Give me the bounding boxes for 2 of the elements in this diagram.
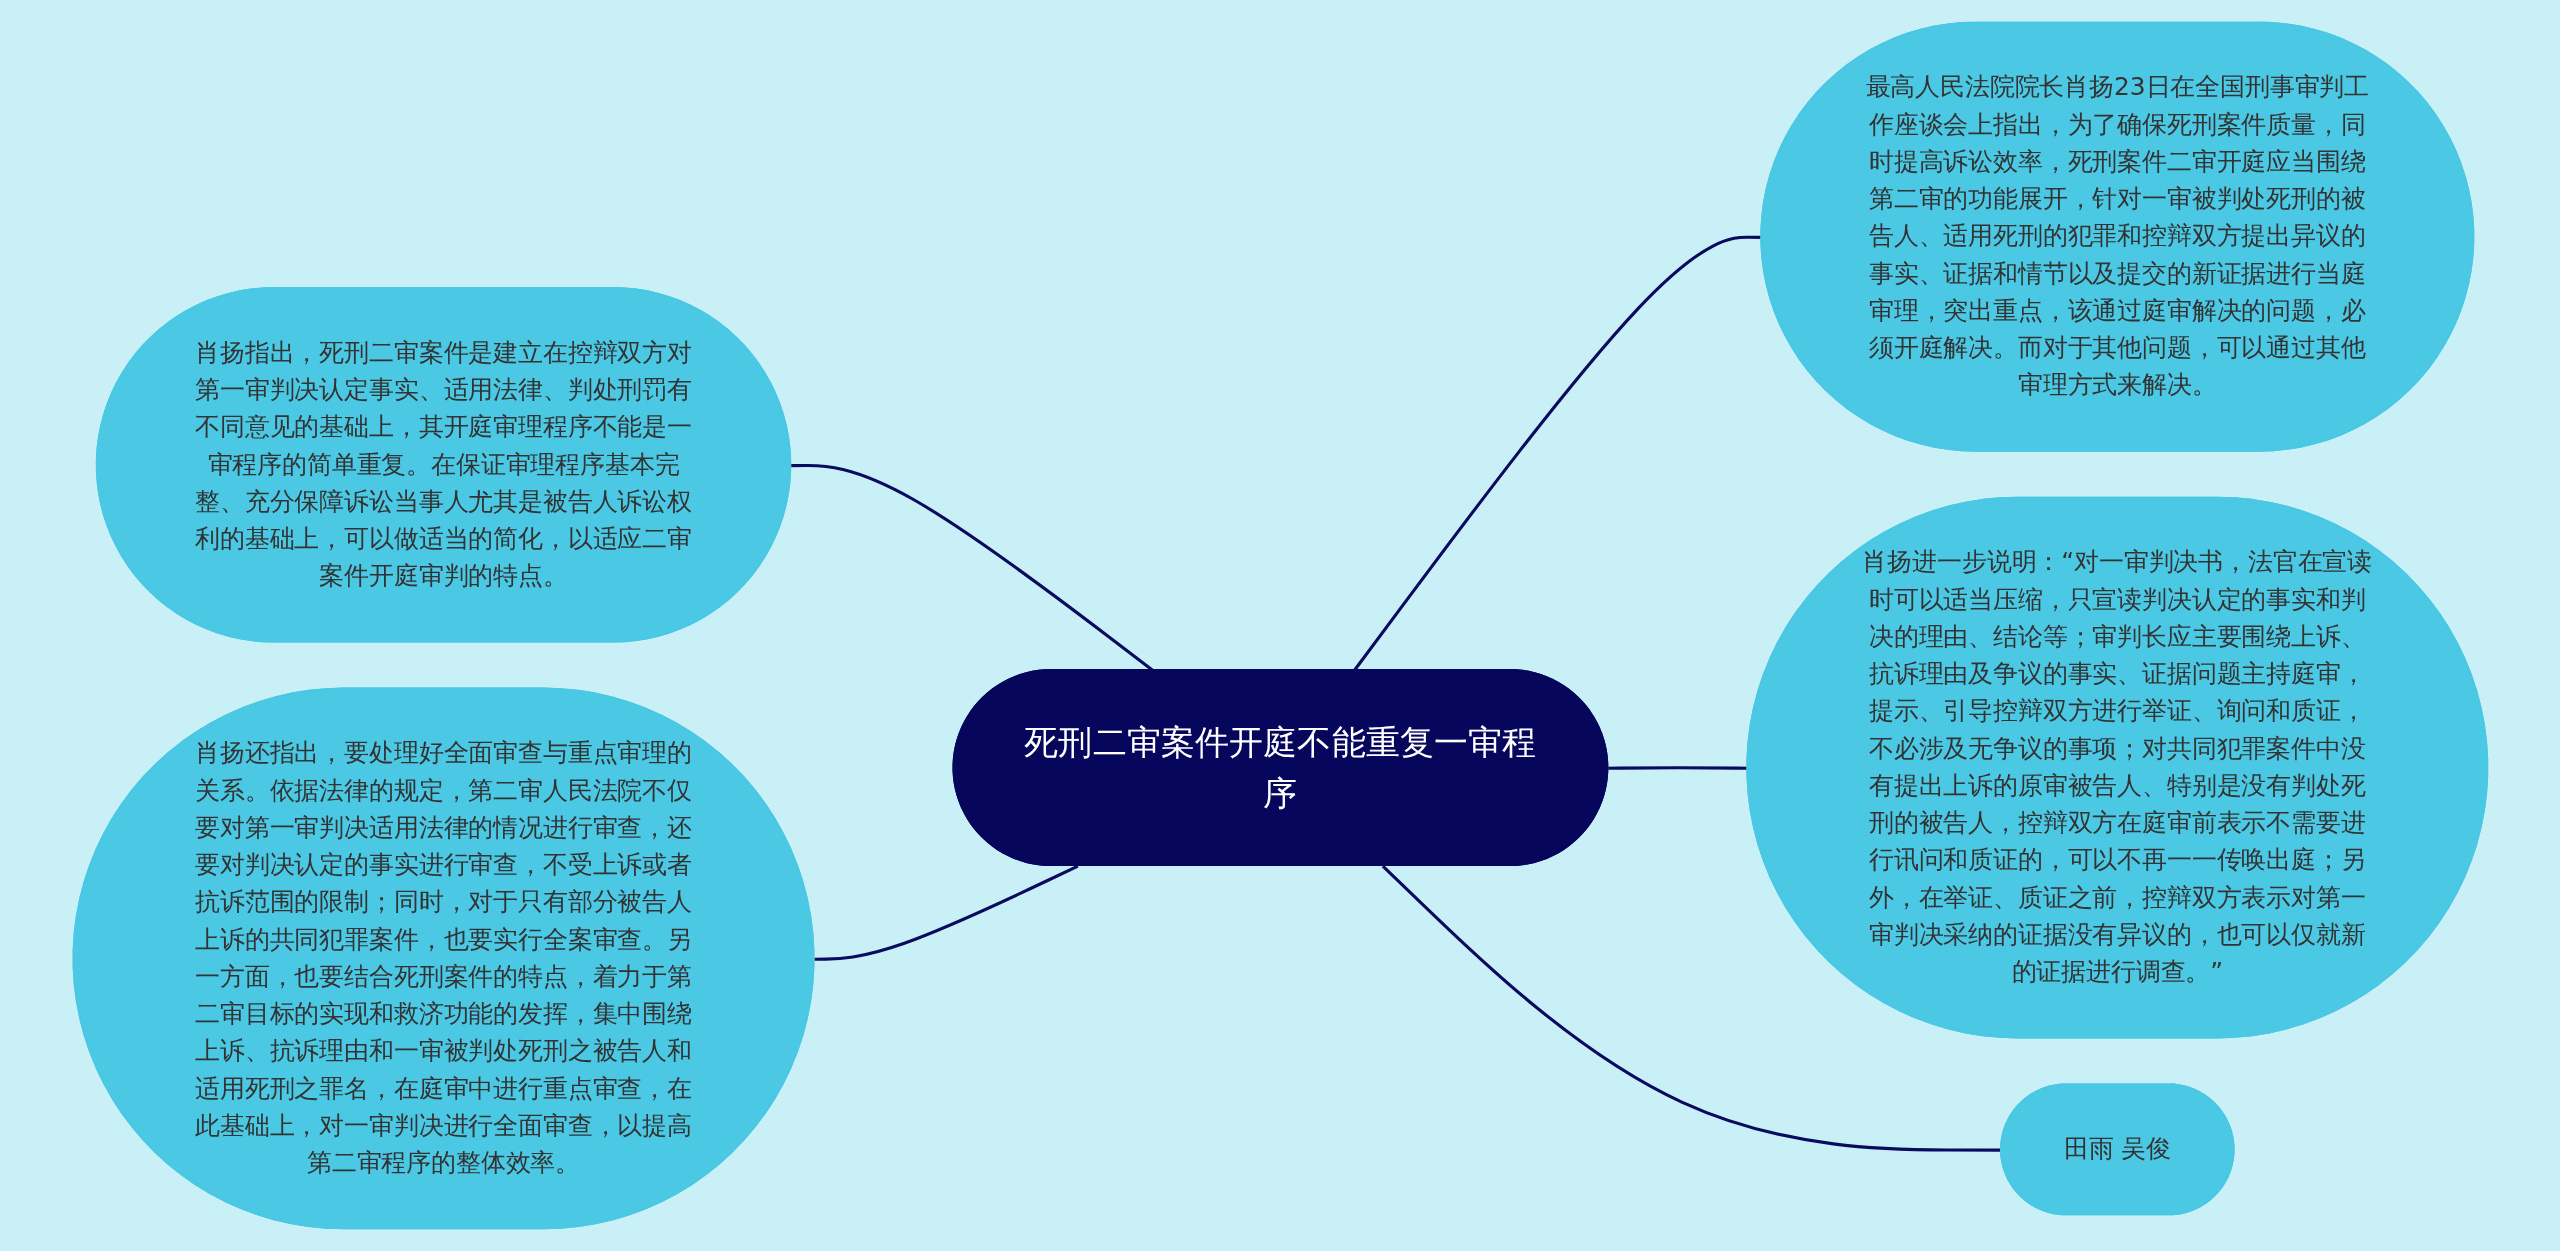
connector [813, 864, 1079, 961]
mind-map-drawing: 死刑二审案件开庭不能重复一审程序 肖扬指出，死刑二审案件是建立在控辩双方对第一审判决认定事实、适用法律、判处刑罚有不同意见的基础上，其开庭审理程序不能是一审程序的简单重复。在保证审理程序基本完整、充分保障诉讼当事人尤其是被告人诉讼权利的基础上，可以做适当的简化，以适应二审案件开庭审判的特点。 肖扬还指出，要处理好全面审查与重点审理的关系。依据法律的规定，第二审人民法院不仅要对第一审判决适用法律的情况进行审查，还要对判决认定的事实进行审查，不受上诉或者抗诉范围的限制；同时，对于只有部分被告人上诉的共同犯罪案件，也要实行全案审查。另一方面，也要结合死刑案件的特点，着力于第二审目标的实现和救济功能的发挥，集中围绕上诉、抗诉理由和一审被判处死刑之被告人和适用死刑之罪名，在庭审中进行重点审查，在此基础上，对一审判决进行全面审查，以提高第二审程序的整体效率。 最高人民法院院长肖扬23日在全国刑事审判工作座谈会上指出，为了确保死刑案件质量，同时提高诉讼效率，死刑案件二审开庭应当围绕第二审的功能展开，针对一审被判处死刑的被告人、适用死刑的犯罪和控辩双方提出异议的事实、证据和情节以及提交的新证据进行当庭审理，突出重点，该通过庭审解决的问题，必须开庭解决。而对于其他问题，可以通过其他审理方式来解决。 肖扬进一步说明：“对一审判决书，法官在宣读时可以适当压缩，只宣读判决认定的事实和判决的理由、结论等；审判长应主要围绕上诉、抗诉理由及争议的事实、证据问题主持庭审，提示、引导控辩双方进行举证、询问和质证，不必涉及无争议的事项；对共同犯罪案件中没有提出上诉的原审被告人、特别是没有判处死刑的被告人，控辩双方在庭审前表示不需要进行讯问和质证的，可以不再一一传唤出庭；另外，在举证、质证之前，控辩双方表示对第一审判决采纳的证据没有异议的，也可以仅就新的证据进行调查。” 田雨 吴俊 [60, 10, 2500, 1241]
